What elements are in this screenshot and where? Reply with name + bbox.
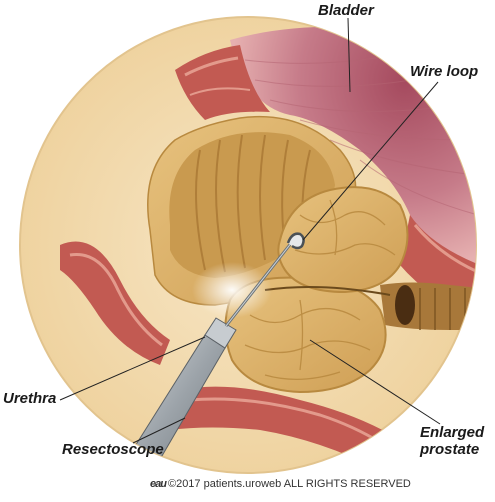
muscle-top-left <box>175 45 270 120</box>
leader-urethra <box>59 336 206 401</box>
copyright-text: ©2017 patients.uroweb ALL RIGHTS RESERVE… <box>167 478 411 490</box>
prostatic-urethra-line <box>264 285 391 296</box>
leader-enlarged-prostate <box>309 339 441 425</box>
label-urethra: Urethra <box>3 390 57 407</box>
label-enlarged-prostate: Enlarged prostate <box>420 424 484 458</box>
bladder-lumen <box>230 26 476 300</box>
muscle-bottom <box>170 386 400 470</box>
muscle-left-upper <box>60 241 170 365</box>
label-enlarged-line2: prostate <box>420 441 480 458</box>
leader-resectoscope <box>132 417 186 444</box>
leader-wire-loop <box>302 81 439 241</box>
resectoscope-instrument <box>119 241 294 473</box>
label-resectoscope: Resectoscope <box>62 441 164 458</box>
label-bladder: Bladder <box>318 2 374 19</box>
leader-lines <box>59 17 441 444</box>
label-enlarged-line1: Enlarged <box>420 424 485 441</box>
eau-logo: eau <box>150 478 167 490</box>
copyright-footer: eau©2017 patients.uroweb ALL RIGHTS RESE… <box>150 478 411 490</box>
label-wire-loop: Wire loop <box>410 63 479 80</box>
enlarged-prostate-upper <box>277 186 409 294</box>
scope-light-glow <box>192 262 272 318</box>
urethra-opening <box>395 285 415 325</box>
leader-bladder <box>347 17 351 93</box>
prostate-texture <box>244 199 396 380</box>
